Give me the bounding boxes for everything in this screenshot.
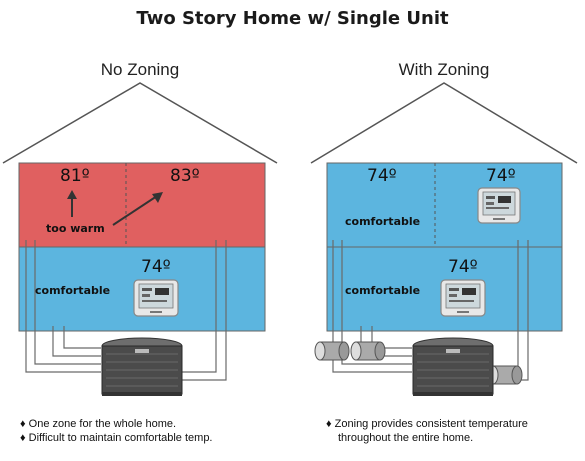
arrow-diagonal bbox=[112, 195, 158, 226]
right-lower-label: comfortable bbox=[345, 284, 421, 297]
left-upper-right-temp: 83º bbox=[170, 166, 200, 186]
right-ac-unit-icon bbox=[412, 337, 494, 396]
left-heading: No Zoning bbox=[100, 60, 180, 79]
zone-damper-icon-2 bbox=[350, 341, 386, 361]
right-heading: With Zoning bbox=[398, 60, 490, 79]
left-lower-temp: 74º bbox=[141, 257, 171, 277]
left-annotation: too warm bbox=[46, 222, 105, 235]
left-thermostat-icon bbox=[133, 279, 179, 317]
right-note-1: ♦ Zoning provides consistent temperature bbox=[326, 418, 528, 430]
right-upper-left-temp: 74º bbox=[367, 166, 397, 186]
zone-damper-icon-1 bbox=[314, 341, 350, 361]
left-note-2: ♦ Difficult to maintain comfortable temp… bbox=[20, 432, 213, 444]
left-ductwork bbox=[25, 240, 227, 381]
left-upper-left-temp: 81º bbox=[60, 166, 90, 186]
left-roof bbox=[2, 82, 278, 164]
right-upper-thermostat-icon bbox=[477, 187, 521, 224]
right-notes: ♦ Zoning provides consistent temperature… bbox=[326, 417, 528, 445]
left-lower-label: comfortable bbox=[35, 284, 111, 297]
arrow-diagonal-head bbox=[152, 192, 163, 203]
right-note-2: throughout the entire home. bbox=[338, 432, 474, 444]
left-notes: ♦ One zone for the whole home. ♦ Difficu… bbox=[20, 417, 213, 445]
diagram-title: Two Story Home w/ Single Unit bbox=[136, 8, 449, 29]
left-house bbox=[2, 82, 278, 396]
right-upper-label: comfortable bbox=[345, 215, 421, 228]
right-upper-right-temp: 74º bbox=[486, 166, 516, 186]
right-upper-floor bbox=[326, 162, 563, 248]
left-note-1: ♦ One zone for the whole home. bbox=[20, 418, 177, 430]
right-house bbox=[310, 82, 578, 396]
right-roof bbox=[310, 82, 578, 164]
arrow-up-head bbox=[67, 190, 77, 199]
left-ac-unit-icon bbox=[101, 337, 183, 396]
right-lower-temp: 74º bbox=[448, 257, 478, 277]
right-lower-thermostat-icon bbox=[440, 279, 486, 317]
